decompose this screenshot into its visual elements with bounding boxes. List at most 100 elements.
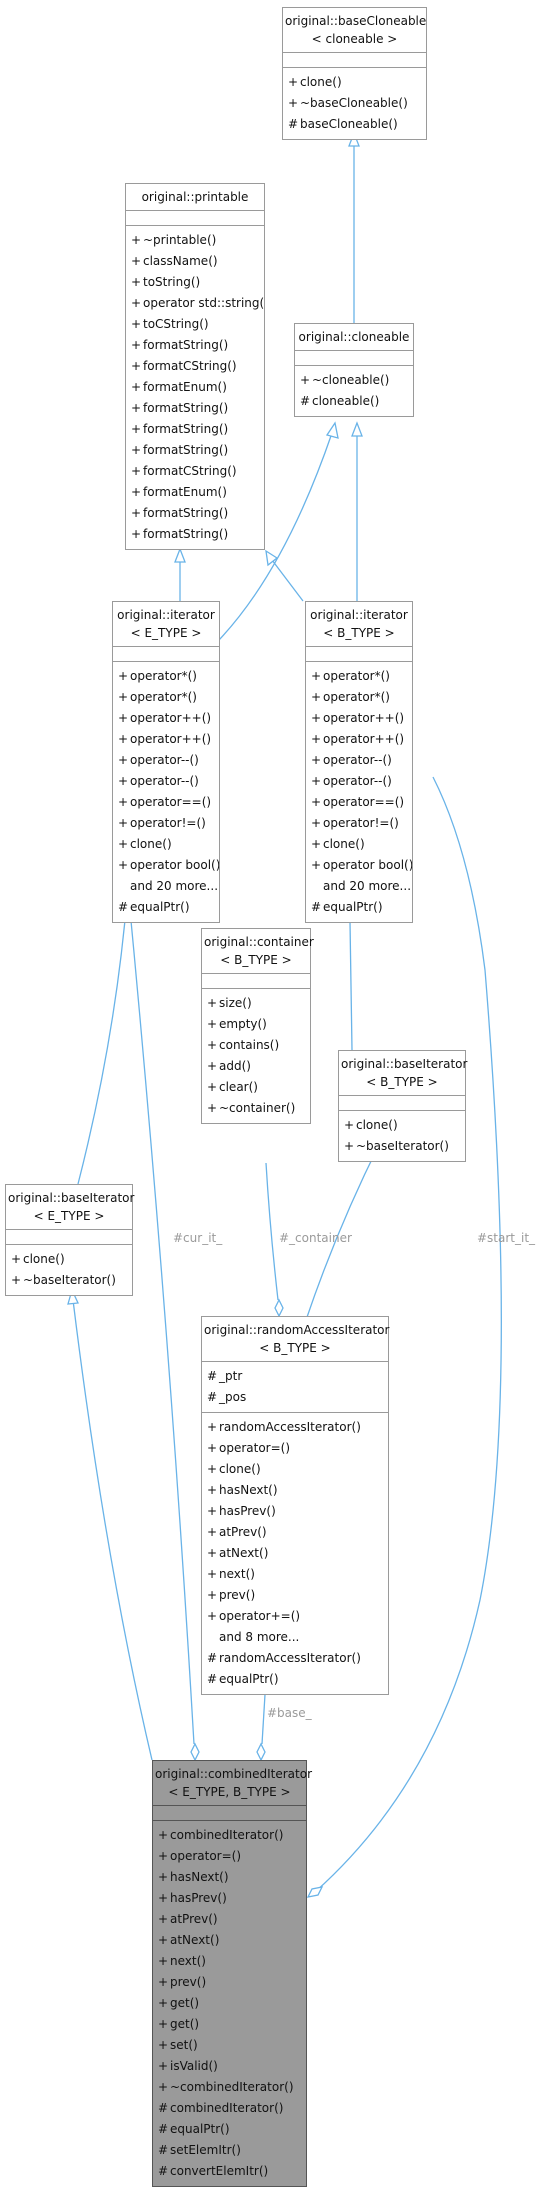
class-method[interactable]: +~baseCloneable() [283, 93, 426, 114]
class-method[interactable]: +formatString() [126, 503, 264, 524]
class-method[interactable]: +clone() [6, 1249, 132, 1270]
class-method[interactable]: +atPrev() [153, 1909, 306, 1930]
class-method[interactable]: +formatString() [126, 440, 264, 461]
class-method[interactable]: +prev() [202, 1585, 388, 1606]
class-method[interactable]: +operator!=() [306, 813, 412, 834]
class-method[interactable]: +formatEnum() [126, 377, 264, 398]
class-node[interactable]: original::cloneable+~cloneable()#cloneab… [294, 323, 414, 417]
methods-section: +operator*()+operator*()+operator++()+op… [306, 662, 412, 922]
class-method[interactable]: +prev() [153, 1972, 306, 1993]
class-method[interactable]: +atNext() [202, 1543, 388, 1564]
class-method[interactable]: +clone() [202, 1459, 388, 1480]
class-node[interactable]: original::baseIterator< E_TYPE >+clone()… [5, 1184, 134, 1296]
class-method[interactable]: +operator--() [306, 750, 412, 771]
class-method[interactable]: +formatString() [126, 335, 264, 356]
class-method[interactable]: +clone() [113, 834, 219, 855]
class-method[interactable]: +hasNext() [202, 1480, 388, 1501]
class-method[interactable]: +operator*() [306, 687, 412, 708]
class-method[interactable]: +operator!=() [113, 813, 219, 834]
class-method[interactable]: +~baseIterator() [6, 1270, 132, 1291]
class-method[interactable]: +operator++() [113, 708, 219, 729]
class-method[interactable]: +clone() [339, 1115, 465, 1136]
class-method[interactable]: +formatCString() [126, 356, 264, 377]
class-method[interactable]: +operator bool() [306, 855, 412, 876]
class-node[interactable]: original::baseCloneable< cloneable >+clo… [282, 7, 427, 140]
class-method[interactable]: #equalPtr() [113, 897, 219, 918]
class-method[interactable]: +size() [202, 993, 310, 1014]
class-method[interactable]: #equalPtr() [306, 897, 412, 918]
class-method[interactable]: #combinedIterator() [153, 2098, 306, 2119]
class-method[interactable]: +formatString() [126, 524, 264, 545]
class-method[interactable]: +get() [153, 2014, 306, 2035]
class-method[interactable]: and 8 more... [202, 1627, 388, 1648]
class-node[interactable]: original::container< B_TYPE >+size()+emp… [201, 928, 314, 1124]
class-method[interactable]: +formatString() [126, 398, 264, 419]
class-method[interactable]: +hasPrev() [153, 1888, 306, 1909]
class-method[interactable]: #randomAccessIterator() [202, 1648, 388, 1669]
class-node[interactable]: original::baseIterator< B_TYPE >+clone()… [338, 1050, 467, 1162]
class-method[interactable]: +clear() [202, 1077, 310, 1098]
class-method[interactable]: +atPrev() [202, 1522, 388, 1543]
class-method[interactable]: +operator++() [306, 729, 412, 750]
class-method[interactable]: +operator--() [113, 771, 219, 792]
class-method[interactable]: +hasPrev() [202, 1501, 388, 1522]
class-method[interactable]: +operator*() [306, 666, 412, 687]
class-method[interactable]: +set() [153, 2035, 306, 2056]
class-attribute[interactable]: #_pos [202, 1387, 388, 1408]
class-method[interactable]: +contains() [202, 1035, 310, 1056]
class-method[interactable]: #convertElemItr() [153, 2161, 306, 2182]
class-method[interactable]: +operator*() [113, 687, 219, 708]
class-method[interactable]: +formatCString() [126, 461, 264, 482]
class-method[interactable]: +operator*() [113, 666, 219, 687]
class-method[interactable]: +~cloneable() [295, 370, 413, 391]
class-node[interactable]: original::iterator< E_TYPE >+operator*()… [112, 601, 220, 923]
class-method[interactable]: +combinedIterator() [153, 1825, 306, 1846]
class-method[interactable]: #setElemItr() [153, 2140, 306, 2161]
class-method[interactable]: +~combinedIterator() [153, 2077, 306, 2098]
class-method[interactable]: +next() [153, 1951, 306, 1972]
class-method[interactable]: #cloneable() [295, 391, 413, 412]
class-method[interactable]: +operator std::string() [126, 293, 264, 314]
class-node[interactable]: original::printable+~printable()+classNa… [125, 183, 265, 550]
class-method[interactable]: +atNext() [153, 1930, 306, 1951]
class-method[interactable]: +operator--() [113, 750, 219, 771]
class-method[interactable]: +empty() [202, 1014, 310, 1035]
class-method[interactable]: +isValid() [153, 2056, 306, 2077]
class-method[interactable]: +~container() [202, 1098, 310, 1119]
class-method[interactable]: +operator+=() [202, 1606, 388, 1627]
class-method[interactable]: +hasNext() [153, 1867, 306, 1888]
class-method[interactable]: +next() [202, 1564, 388, 1585]
method-name: operator++() [323, 711, 405, 725]
class-method[interactable]: #equalPtr() [202, 1669, 388, 1690]
class-method[interactable]: +operator=() [202, 1438, 388, 1459]
method-name: formatString() [143, 422, 229, 436]
class-method[interactable]: +get() [153, 1993, 306, 2014]
class-method[interactable]: +clone() [306, 834, 412, 855]
class-attribute[interactable]: #_ptr [202, 1366, 388, 1387]
class-method[interactable]: +toCString() [126, 314, 264, 335]
class-node[interactable]: original::randomAccessIterator< B_TYPE >… [201, 1316, 389, 1695]
class-method[interactable]: +randomAccessIterator() [202, 1417, 388, 1438]
class-method[interactable]: +~baseIterator() [339, 1136, 465, 1157]
class-node[interactable]: original::combinedIterator< E_TYPE, B_TY… [152, 1760, 312, 2187]
class-method[interactable]: and 20 more... [306, 876, 412, 897]
class-method[interactable]: +operator bool() [113, 855, 219, 876]
class-method[interactable]: and 20 more... [113, 876, 219, 897]
method-name: next() [219, 1567, 255, 1581]
class-method[interactable]: #baseCloneable() [283, 114, 426, 135]
class-method[interactable]: +clone() [283, 72, 426, 93]
class-method[interactable]: +operator++() [306, 708, 412, 729]
class-method[interactable]: +formatString() [126, 419, 264, 440]
class-method[interactable]: +operator++() [113, 729, 219, 750]
class-method[interactable]: +operator==() [113, 792, 219, 813]
class-method[interactable]: +operator=() [153, 1846, 306, 1867]
class-method[interactable]: +~printable() [126, 230, 264, 251]
class-method[interactable]: +toString() [126, 272, 264, 293]
class-method[interactable]: +operator==() [306, 792, 412, 813]
class-method[interactable]: #equalPtr() [153, 2119, 306, 2140]
class-method[interactable]: +formatEnum() [126, 482, 264, 503]
class-node[interactable]: original::iterator< B_TYPE >+operator*()… [305, 601, 413, 923]
class-method[interactable]: +add() [202, 1056, 310, 1077]
class-method[interactable]: +operator--() [306, 771, 412, 792]
class-method[interactable]: +className() [126, 251, 264, 272]
